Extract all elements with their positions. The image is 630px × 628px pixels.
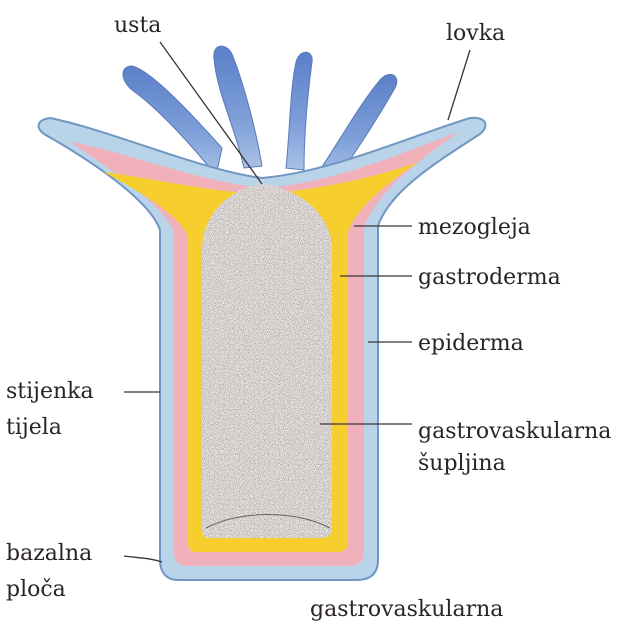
leader-bazalna: [124, 556, 162, 562]
label-mezogleja: mezogleja: [418, 215, 531, 240]
label-ploca: ploča: [6, 577, 66, 602]
label-stijenka: stijenka: [6, 379, 94, 404]
cavity-texture: [202, 184, 332, 538]
leader-lovka: [448, 50, 470, 120]
label-supljina: šupljina: [418, 451, 506, 476]
label-bazalna: bazalna: [6, 541, 92, 566]
label-tijela: tijela: [6, 415, 62, 440]
label-lovka: lovka: [446, 21, 505, 46]
label-gastrovaskularna: gastrovaskularna: [418, 419, 611, 444]
label-usta: usta: [114, 13, 161, 38]
label-gastroderma: gastroderma: [418, 265, 561, 290]
tentacle-3: [286, 52, 312, 170]
label-epiderma: epiderma: [418, 331, 524, 356]
label-bottom-caption: gastrovaskularna: [310, 597, 503, 622]
